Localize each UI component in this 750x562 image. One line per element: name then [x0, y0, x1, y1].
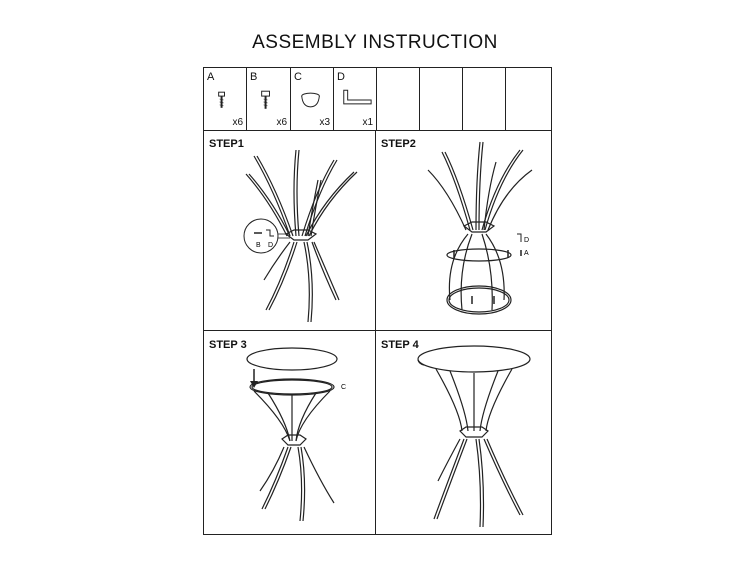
step-label: STEP2: [381, 138, 416, 150]
callout-label-d: D: [524, 237, 529, 244]
part-letter: D: [337, 71, 345, 83]
allen-key-icon: [343, 89, 372, 105]
panel-divider-horizontal: [204, 330, 551, 331]
foot-cap-icon: [301, 92, 320, 108]
part-qty: x6: [276, 117, 287, 128]
callout-label-b: B: [256, 242, 261, 249]
callout-label-c: C: [341, 384, 346, 391]
step-4-panel: STEP 4: [376, 331, 551, 534]
part-letter: C: [294, 71, 302, 83]
screw-icon: [218, 91, 225, 108]
part-cell-c: C x3: [291, 68, 334, 130]
part-letter: A: [207, 71, 215, 83]
step-3-panel: STEP 3 C: [204, 331, 375, 534]
part-cell-d: D x1: [334, 68, 377, 130]
panel-divider-vertical: [375, 130, 376, 534]
step-4-illustration: [417, 345, 531, 528]
part-qty: x3: [319, 117, 330, 128]
empty-part-cell: [377, 68, 420, 130]
empty-part-cell: [463, 68, 506, 130]
part-qty: x1: [362, 117, 373, 128]
callout-label-a: A: [524, 250, 529, 257]
callout-label-d: D: [268, 242, 273, 249]
screw-icon: [261, 90, 270, 109]
empty-part-cell: [420, 68, 463, 130]
empty-part-cell: [506, 68, 551, 130]
instruction-sheet: A x6 B x6 C: [203, 67, 552, 535]
step-1-illustration: B D: [243, 149, 358, 323]
part-qty: x6: [232, 117, 243, 128]
page-title: ASSEMBLY INSTRUCTION: [252, 32, 498, 53]
step-2-illustration: D A: [427, 141, 533, 315]
step-3-illustration: C: [246, 347, 346, 522]
step-label: STEP 3: [209, 339, 247, 351]
part-cell-b: B x6: [247, 68, 291, 130]
part-cell-a: A x6: [204, 68, 247, 130]
step-2-panel: STEP2: [376, 130, 551, 330]
step-label: STEP1: [209, 138, 244, 150]
parts-row: A x6 B x6 C: [204, 68, 551, 131]
step-label: STEP 4: [381, 339, 419, 351]
step-1-panel: STEP1 B: [204, 130, 375, 330]
part-letter: B: [250, 71, 258, 83]
